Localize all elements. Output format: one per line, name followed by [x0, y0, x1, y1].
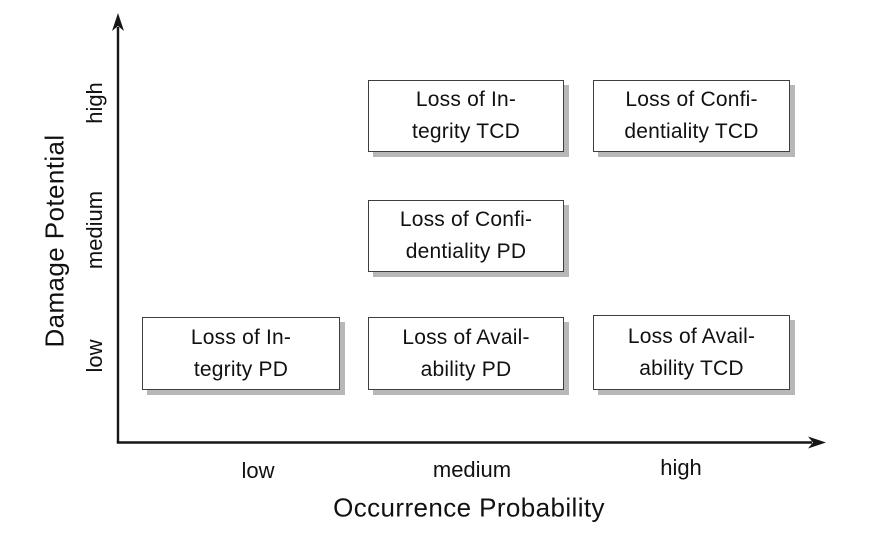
box-label-line: Loss of Avail-: [402, 325, 530, 349]
box-label-line: dentiality TCD: [624, 120, 759, 143]
box-label-line: Loss of Confi-: [625, 88, 758, 111]
box-label-line: tegrity PD: [193, 357, 289, 381]
box-loss-of-confidentiality-tcd: Loss of Confi- dentiality TCD: [593, 80, 790, 152]
box-label-line: dentiality PD: [405, 240, 527, 263]
x-tick-high: high: [660, 455, 702, 480]
y-axis-arrowhead-icon: [112, 13, 124, 31]
box-label-line: ability TCD: [639, 356, 744, 380]
box-label-line: ability PD: [420, 357, 512, 381]
box-loss-of-confidentiality-pd: Loss of Confi- dentiality PD: [368, 200, 564, 272]
y-tick-medium: medium: [82, 190, 107, 270]
x-tick-medium: medium: [432, 457, 512, 482]
box-loss-of-availability-pd: Loss of Avail- ability PD: [368, 317, 564, 390]
box-loss-of-integrity-tcd: Loss of In- tegrity TCD: [368, 80, 564, 152]
x-tick-low: low: [241, 458, 275, 483]
box-label-line: Loss of Avail-: [627, 324, 756, 348]
box-loss-of-availability-tcd: Loss of Avail- ability TCD: [593, 315, 790, 390]
box-label-line: Loss of In-: [415, 88, 517, 111]
x-axis-arrowhead-icon: [808, 436, 826, 449]
y-axis-title: Damage Potential: [39, 134, 70, 348]
box-label-line: tegrity TCD: [412, 120, 520, 143]
box-label-line: Loss of Confi-: [399, 208, 533, 231]
y-tick-low: low: [82, 339, 107, 373]
box-label-line: Loss of In-: [190, 325, 292, 349]
x-axis-title: Occurrence Probability: [333, 492, 605, 523]
y-tick-high: high: [82, 82, 107, 124]
box-loss-of-integrity-pd: Loss of In- tegrity PD: [142, 317, 340, 390]
